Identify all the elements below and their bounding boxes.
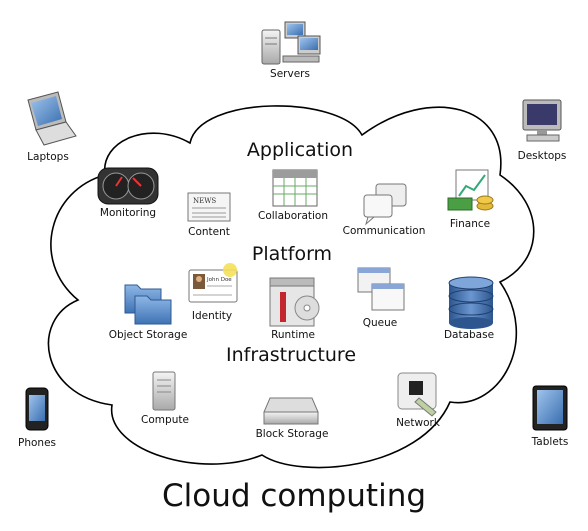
diagram-title: Cloud computing <box>161 478 427 514</box>
compute-icon <box>152 371 176 411</box>
finance-label: Finance <box>449 218 491 230</box>
queue-label: Queue <box>362 317 398 329</box>
laptop-icon <box>27 91 77 146</box>
section-infrastructure: Infrastructure <box>225 344 357 366</box>
laptops-label: Laptops <box>27 151 69 163</box>
tablets-label: Tablets <box>531 436 569 448</box>
block-storage-icon <box>263 397 319 425</box>
network-label: Network <box>396 417 440 429</box>
network-icon <box>397 372 437 417</box>
newspaper-icon: NEWS <box>187 192 231 222</box>
collaboration-label: Collaboration <box>258 210 328 222</box>
identity-label: Identity <box>191 310 233 322</box>
servers-icon <box>261 21 321 65</box>
section-platform: Platform <box>251 243 333 265</box>
database-icon <box>448 276 494 329</box>
desktop-icon <box>522 99 562 142</box>
finance-icon <box>447 169 494 211</box>
communication-bubbles-icon <box>363 183 407 226</box>
monitoring-gauge-icon <box>97 167 159 205</box>
phones-label: Phones <box>18 437 56 449</box>
compute-label: Compute <box>141 414 189 426</box>
runtime-icon <box>269 277 320 327</box>
monitoring-label: Monitoring <box>99 207 157 219</box>
object-storage-label: Object Storage <box>108 329 188 341</box>
servers-label: Servers <box>270 68 310 80</box>
tablet-icon <box>532 385 568 431</box>
communication-label: Communication <box>342 225 426 237</box>
identity-badge-icon: John Doe <box>188 263 238 303</box>
phone-icon <box>25 387 49 431</box>
badge-name-text: John Doe <box>206 277 232 283</box>
runtime-label: Runtime <box>271 329 315 341</box>
content-label: Content <box>188 226 230 238</box>
queue-icon <box>357 267 405 311</box>
collaboration-calendar-icon <box>272 169 318 207</box>
desktops-label: Desktops <box>517 150 567 162</box>
object-storage-icon <box>124 284 172 325</box>
block-storage-label: Block Storage <box>255 428 329 440</box>
news-text: NEWS <box>193 197 216 205</box>
database-label: Database <box>443 329 495 341</box>
section-application: Application <box>246 139 354 161</box>
